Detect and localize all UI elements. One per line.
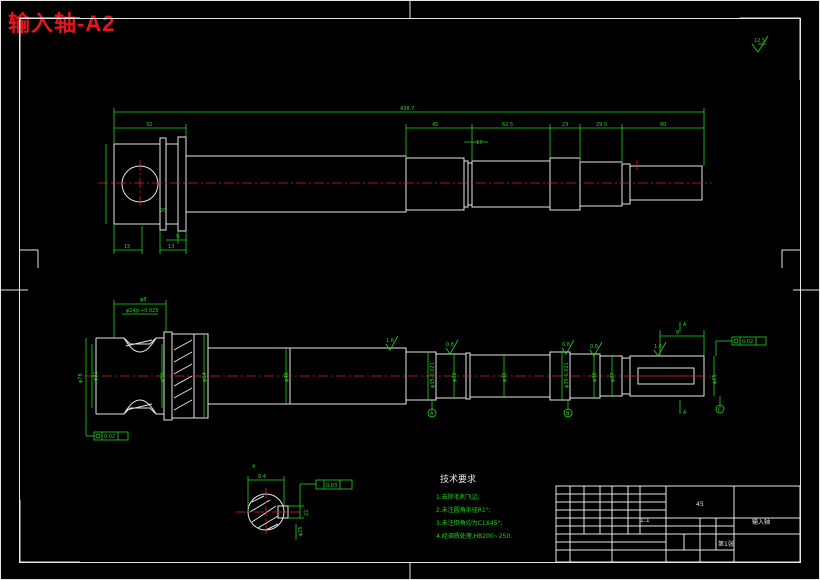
roughness-symbol-general: 12.5: [751, 35, 769, 53]
detail-dim-h: 22: [304, 510, 310, 516]
dim-left-vert: 26: [160, 208, 166, 214]
dim-d-mid2: φ64: [202, 372, 208, 382]
tech-item-4: 4.经调质处理,HB200~250.: [436, 532, 512, 540]
tb-material: 45: [696, 501, 704, 508]
section-mark-bottom: A: [683, 410, 687, 416]
dim-seg-17: 17: [476, 140, 482, 146]
dim-d-left: φ78: [78, 373, 84, 383]
dim-key-w: 8: [676, 330, 679, 336]
tech-item-2: 2.未注圆角半径R1°;: [436, 506, 491, 514]
dim-d-b: φ32: [452, 372, 458, 382]
trim-marks: [19, 17, 801, 563]
dim-phi-top2: φ24js: [126, 308, 140, 314]
dim-bottom-b: 13: [168, 244, 174, 250]
tech-item-3: 3.未注倒角均为C1X45°;: [436, 519, 503, 527]
dim-seg-80: 80: [660, 122, 666, 128]
dim-bottom-c: 9: [176, 234, 179, 240]
dim-d-left2: φ81: [93, 371, 99, 381]
detail-section: 8.4 4 22 φ25 0.03: [236, 464, 353, 540]
detail-dim-w: 8.4: [258, 474, 266, 480]
title-block: 45 输入轴 1:1 第1张: [555, 485, 801, 563]
datum-c: C: [718, 407, 722, 413]
detail-dim-depth: 4: [252, 464, 255, 470]
dim-tol-top: +0.025: [140, 308, 159, 314]
rough-1: 1.6: [386, 338, 394, 344]
rough-5: 1.6: [654, 344, 662, 350]
dim-overall: 438.7: [400, 106, 414, 112]
rough-2: 0.8: [446, 342, 454, 348]
inner-border: [19, 18, 801, 563]
rough-4: 0.8: [590, 344, 598, 350]
dim-d-a: φ35-0.021: [430, 362, 436, 388]
tech-item-1: 1.去除毛刺飞边;: [436, 493, 480, 501]
dim-d-d: φ35-0.021: [564, 362, 570, 388]
tech-requirements: 技术要求 1.去除毛刺飞边; 2.未注圆角半径R1°; 3.未注倒角均为C1X4…: [436, 473, 512, 540]
dim-seg-29-5: 29.5: [596, 122, 607, 128]
dim-d-c: φ32: [502, 372, 508, 382]
dim-d-f: φ27: [610, 372, 616, 382]
section-view: 1.6 0.8 0.8 0.8 1.6 φ8 φ24js +0.025 φ78 …: [78, 297, 767, 441]
dim-seg-62-5: 62.5: [502, 122, 513, 128]
tb-sheet: 第1张: [718, 540, 734, 548]
section-mark-top: A: [683, 322, 687, 328]
rough-general-label: 12.5: [754, 38, 765, 44]
datum-b: B: [566, 411, 570, 417]
section-hatch: [125, 339, 193, 411]
tb-part-name: 输入轴: [752, 518, 770, 526]
dim-phi-top: φ8: [140, 297, 146, 303]
detail-fcf: 0.03: [326, 483, 337, 489]
fcf-right-value: 0.02: [742, 339, 753, 345]
detail-dim-phi: φ25: [298, 526, 304, 536]
dim-seg-45: 45: [432, 122, 438, 128]
dim-seg-23: 23: [562, 122, 568, 128]
dim-d-g: φ25: [712, 374, 718, 384]
top-view: 438.7 32 45 62.5 23 29.5 80 17 15 13 9 2…: [98, 106, 712, 254]
drawing-title: 输入轴-A2: [8, 11, 116, 36]
dim-d-mid1: φ56: [160, 372, 166, 382]
tech-title: 技术要求: [440, 473, 476, 485]
fcf-left-value: 0.02: [104, 434, 115, 440]
dim-d-mid3: φ48: [284, 372, 290, 382]
dim-d-e: φ30: [592, 372, 598, 382]
dim-left-seg: 32: [146, 122, 152, 128]
tb-scale: 1:1: [640, 517, 650, 524]
dim-bottom-a: 15: [124, 244, 130, 250]
rough-3: 0.8: [562, 342, 570, 348]
datum-a: A: [430, 411, 434, 417]
